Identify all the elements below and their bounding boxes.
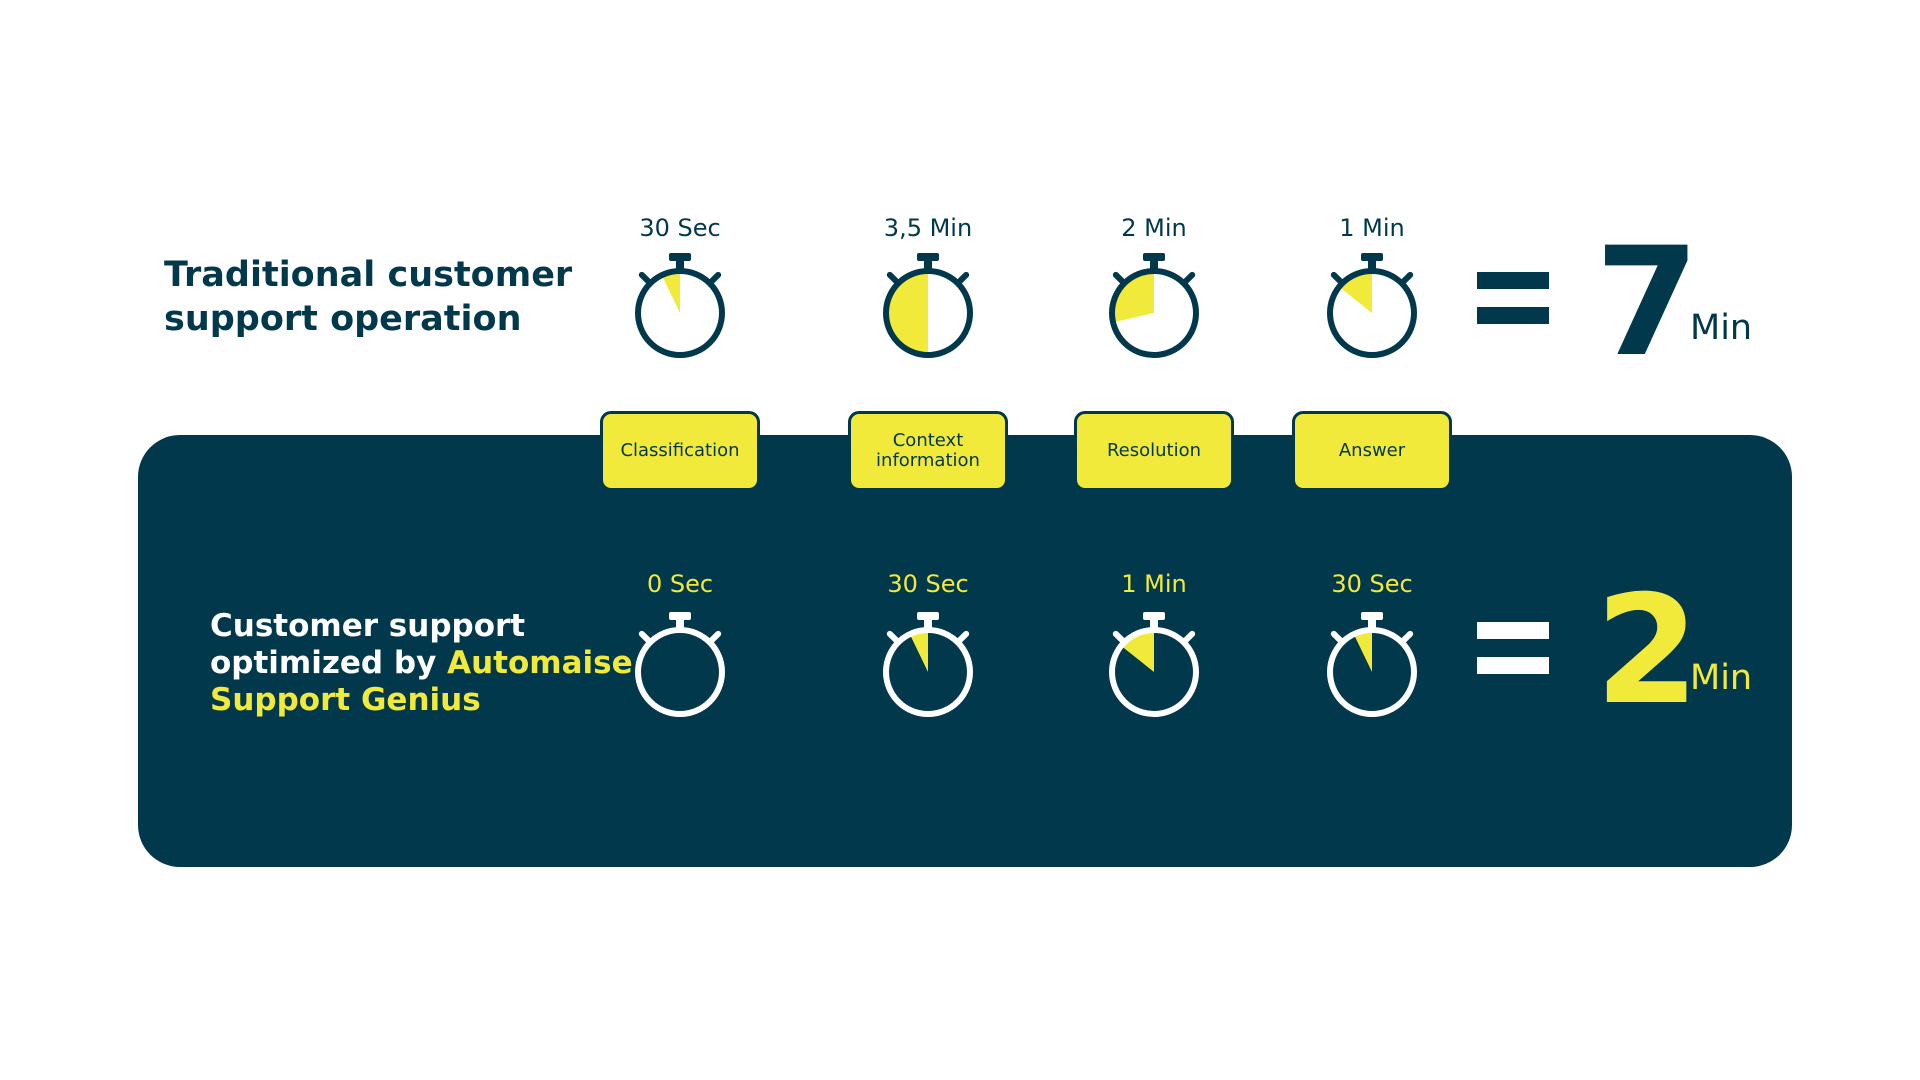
stopwatch-button: [1400, 630, 1414, 644]
stopwatch-stem: [1368, 259, 1376, 271]
traditional-title-bold-2: support operation: [164, 298, 522, 339]
optimized-time-context: 30 Sec: [887, 570, 969, 598]
traditional-title-plain: Traditional: [164, 255, 388, 295]
stopwatch-stem: [1150, 618, 1158, 630]
stopwatch-fill: [1114, 273, 1154, 322]
stopwatch-icon: [1109, 612, 1199, 717]
step-classification: Classification: [600, 411, 760, 491]
equals-bar: [1477, 622, 1549, 639]
stopwatch-fill: [1354, 632, 1372, 672]
traditional-title-bold: customer: [387, 255, 573, 295]
stopwatch-button: [1400, 271, 1414, 285]
traditional-time-classification: 30 Sec: [639, 214, 721, 242]
stopwatch-button: [1112, 271, 1126, 285]
optimized-title: Customer support optimized by Automaise …: [210, 608, 633, 720]
equals-icon: [1477, 272, 1549, 324]
equals-bar: [1477, 657, 1549, 674]
stopwatch-button: [886, 271, 900, 285]
traditional-time-resolution: 2 Min: [1121, 214, 1187, 242]
stopwatch-fill: [888, 273, 928, 353]
optimized-time-classification: 0 Sec: [646, 570, 714, 598]
traditional-total-unit: Min: [1690, 308, 1753, 348]
traditional-time-context: 3,5 Min: [883, 214, 973, 242]
stopwatch-dial: [883, 268, 973, 358]
stopwatch-button: [1182, 630, 1196, 644]
product-name: Support Genius: [210, 682, 481, 719]
stopwatch-stem: [676, 259, 684, 271]
stopwatch-crown: [1143, 612, 1165, 620]
stopwatch-button: [956, 630, 970, 644]
stopwatch-dial: [1109, 627, 1199, 717]
stopwatch-icon: [883, 253, 973, 358]
stopwatch-stem: [1368, 618, 1376, 630]
stopwatch-stem: [1150, 259, 1158, 271]
stopwatch-dial: [1327, 268, 1417, 358]
stopwatch-fill: [1340, 273, 1372, 313]
stopwatch-crown: [917, 253, 939, 261]
stopwatch-button: [886, 630, 900, 644]
optimized-title-line-2: optimized by: [210, 645, 448, 682]
stopwatch-fill: [910, 632, 928, 672]
equals-bar: [1477, 307, 1549, 324]
stopwatch-button: [708, 630, 722, 644]
step-resolution: Resolution: [1074, 411, 1234, 491]
stopwatch-crown: [1361, 253, 1383, 261]
traditional-time-answer: 1 Min: [1339, 214, 1405, 242]
stopwatch-crown: [669, 612, 691, 620]
stopwatch-crown: [1143, 253, 1165, 261]
traditional-total-value: 7: [1595, 216, 1700, 390]
step-label-line-2: information: [876, 450, 980, 471]
stopwatch-stem: [676, 618, 684, 630]
optimized-time-answer: 30 Sec: [1331, 570, 1413, 598]
stopwatch-button: [1182, 271, 1196, 285]
stopwatch-fill: [1122, 632, 1154, 672]
traditional-title: Traditional customer support operation: [164, 254, 572, 342]
stopwatch-stem: [924, 618, 932, 630]
stopwatch-button: [1330, 271, 1344, 285]
stopwatch-button: [638, 630, 652, 644]
stopwatch-crown: [669, 253, 691, 261]
stopwatch-icon: [1109, 253, 1199, 358]
step-label: Answer: [1338, 440, 1406, 462]
stopwatch-dial: [883, 627, 973, 717]
equals-bar: [1477, 272, 1549, 289]
stopwatch-icon: [635, 612, 725, 717]
stopwatch-fill: [662, 273, 680, 313]
optimized-total-unit: Min: [1690, 658, 1753, 698]
stopwatch-button: [708, 271, 722, 285]
stopwatch-crown: [917, 612, 939, 620]
brand-name: Automaise: [447, 645, 633, 682]
stopwatch-icon: [883, 612, 973, 717]
stopwatch-dial: [635, 627, 725, 717]
stopwatch-stem: [924, 259, 932, 271]
stopwatch-icon: [1327, 612, 1417, 717]
stopwatch-dial: [1327, 627, 1417, 717]
step-label-line-1: Context: [892, 430, 964, 452]
stopwatch-dial: [635, 268, 725, 358]
step-answer: Answer: [1292, 411, 1452, 491]
step-label: Resolution: [1106, 440, 1202, 462]
optimized-time-resolution: 1 Min: [1121, 570, 1187, 598]
stopwatch-crown: [1361, 612, 1383, 620]
stopwatch-icon: [635, 253, 725, 358]
stopwatch-icon: [1327, 253, 1417, 358]
stopwatch-button: [956, 271, 970, 285]
optimized-title-line-1: Customer support: [210, 608, 526, 644]
stopwatch-button: [1330, 630, 1344, 644]
stopwatch-button: [1112, 630, 1126, 644]
stopwatch-dial: [1109, 268, 1199, 358]
equals-icon: [1477, 622, 1549, 674]
stopwatch-button: [638, 271, 652, 285]
step-label: Classification: [620, 440, 740, 462]
optimized-total-value: 2: [1595, 564, 1700, 738]
